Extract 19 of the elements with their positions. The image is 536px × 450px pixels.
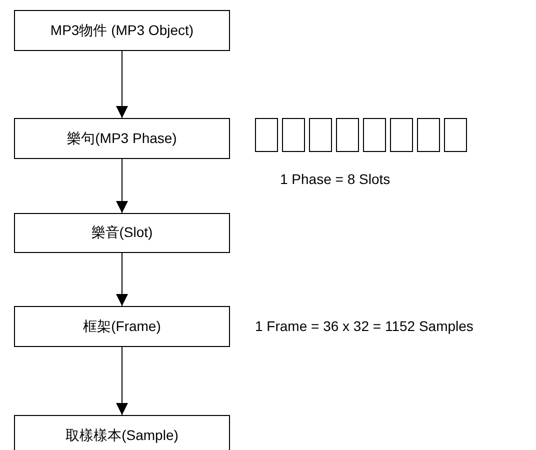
arrow bbox=[116, 252, 128, 306]
slot-box bbox=[282, 118, 305, 152]
arrow bbox=[116, 158, 128, 214]
process-box: 框架(Frame) bbox=[14, 306, 230, 347]
arrow bbox=[116, 346, 128, 416]
slot-box bbox=[390, 118, 413, 152]
note-text: 1 Phase = 8 Slots bbox=[280, 171, 390, 187]
process-box: MP3物件 (MP3 Object) bbox=[14, 10, 230, 51]
slot-box bbox=[255, 118, 278, 152]
arrow bbox=[116, 50, 128, 118]
process-box: 樂句(MP3 Phase) bbox=[14, 118, 230, 159]
process-box: 樂音(Slot) bbox=[14, 213, 230, 253]
slot-box bbox=[417, 118, 440, 152]
slot-box bbox=[363, 118, 386, 152]
process-box: 取樣樣本(Sample) bbox=[14, 415, 230, 450]
note-text: 1 Frame = 36 x 32 = 1152 Samples bbox=[255, 318, 474, 334]
slot-box bbox=[444, 118, 467, 152]
slot-box bbox=[309, 118, 332, 152]
slot-box bbox=[336, 118, 359, 152]
